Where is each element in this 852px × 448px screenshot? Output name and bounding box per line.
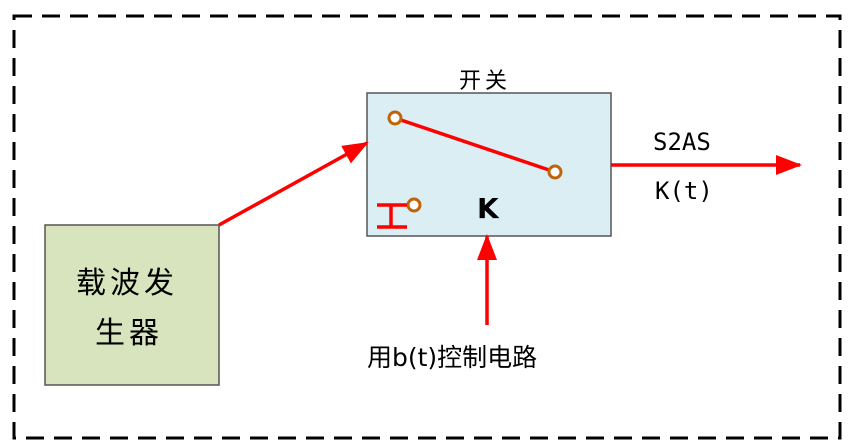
switch-contact-left	[387, 110, 403, 126]
control-circuit-label: 用b(t)控制电路	[367, 343, 538, 372]
ground-symbol-icon	[377, 203, 407, 229]
switch-k-label: K	[477, 192, 499, 225]
switch-blade	[394, 116, 556, 174]
output-label-bottom: K(t)	[655, 177, 713, 205]
carrier-label-line1: 载波发	[76, 266, 178, 301]
ground-contact	[406, 197, 422, 213]
carrier-to-switch-arrow	[218, 141, 369, 227]
switch-contact-right	[547, 164, 563, 180]
carrier-label-line2: 生器	[95, 316, 163, 351]
carrier-generator-box	[44, 224, 220, 386]
output-label-top: S2AS	[653, 128, 711, 156]
dashed-boundary	[12, 14, 842, 440]
switch-title: 开关	[459, 69, 512, 94]
